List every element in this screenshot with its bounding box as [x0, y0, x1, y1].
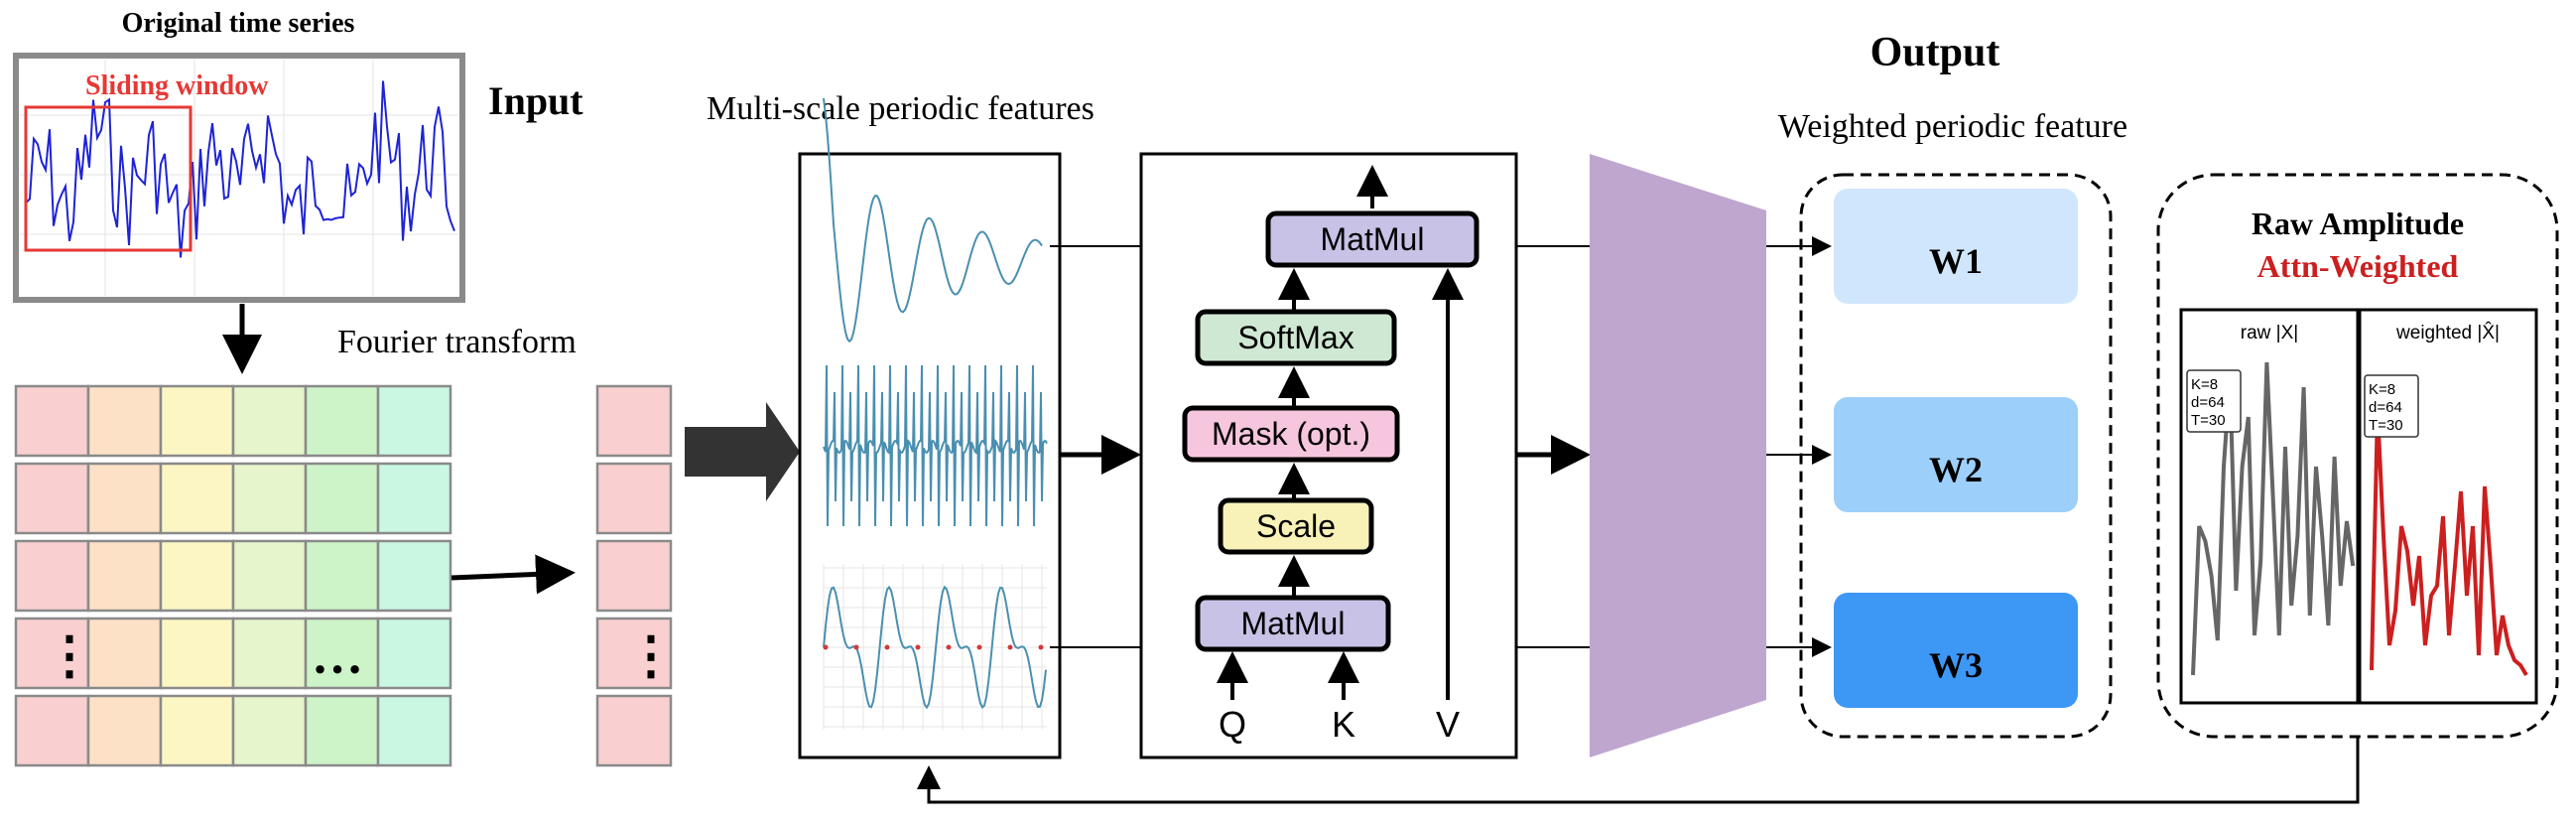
- v-label: V: [1436, 704, 1460, 745]
- weighted-plot-title: weighted |X̂|: [2395, 322, 2500, 344]
- weighted-param-t: T=30: [2369, 417, 2403, 434]
- mask-block: [1182, 405, 1400, 463]
- features-title: Multi-scale periodic features: [707, 90, 1095, 127]
- amplitude-title-raw: Raw Amplitude: [2252, 206, 2464, 241]
- column-vdots: ⋮: [625, 628, 677, 685]
- feature-wave-spike: [823, 364, 1048, 527]
- raw-amplitude-line: [2191, 361, 2356, 676]
- w1-label: W1: [1929, 241, 1983, 281]
- fourier-column: [595, 384, 673, 767]
- mask-label: Mask (opt.): [1212, 416, 1370, 452]
- w3-block: [1834, 593, 2078, 708]
- w1-block: [1834, 189, 2078, 304]
- sliding-window-box: [24, 105, 193, 252]
- big-arrow: [685, 402, 800, 501]
- sliding-window-label: Sliding window: [85, 70, 269, 101]
- weighted-amplitude-line: [2370, 408, 2528, 677]
- grid-hdots: …: [312, 628, 363, 685]
- projection-funnel: [1590, 154, 1766, 757]
- raw-params-box: [2186, 369, 2242, 433]
- raw-plot-title: raw |X|: [2241, 323, 2298, 344]
- grid-vdots: ⋮: [44, 628, 95, 685]
- fourier-grid: [14, 384, 452, 767]
- softmax-block: [1195, 309, 1397, 366]
- feature-wave-periodic: [823, 585, 1047, 710]
- amplitude-title-weighted: Attn-Weighted: [2257, 248, 2459, 284]
- weighted-feature-title: Weighted periodic feature: [1778, 108, 2127, 145]
- q-label: Q: [1219, 704, 1246, 745]
- feature-wave-decay: [823, 97, 1043, 344]
- matmul-bottom-label: MatMul: [1241, 606, 1346, 641]
- raw-param-d: d=64: [2191, 394, 2225, 411]
- fourier-label: Fourier transform: [337, 324, 577, 360]
- feedback-arrow: [917, 737, 2360, 804]
- weighted-param-k: K=8: [2369, 381, 2395, 398]
- matmul-bottom-block: [1195, 595, 1391, 652]
- original-series-title: Original time series: [122, 8, 355, 39]
- weighted-params-box: [2364, 374, 2419, 438]
- original-series-plot: [13, 53, 465, 303]
- original-series-line: [25, 80, 455, 258]
- w2-block: [1834, 397, 2078, 512]
- matmul-top-label: MatMul: [1321, 221, 1425, 257]
- scale-label: Scale: [1256, 508, 1336, 544]
- k-label: K: [1332, 704, 1355, 745]
- matmul-top-block: [1265, 210, 1480, 268]
- scale-block: [1218, 497, 1374, 555]
- w3-label: W3: [1929, 645, 1983, 685]
- weighted-param-d: d=64: [2369, 399, 2402, 416]
- softmax-label: SoftMax: [1237, 320, 1353, 355]
- output-heading: Output: [1870, 30, 2000, 75]
- raw-param-k: K=8: [2191, 376, 2218, 393]
- output-dashed-box: [1799, 173, 2113, 739]
- input-heading: Input: [488, 78, 583, 123]
- w2-label: W2: [1929, 450, 1983, 489]
- grid-to-column-arrow: [451, 554, 576, 595]
- raw-param-t: T=30: [2191, 412, 2226, 429]
